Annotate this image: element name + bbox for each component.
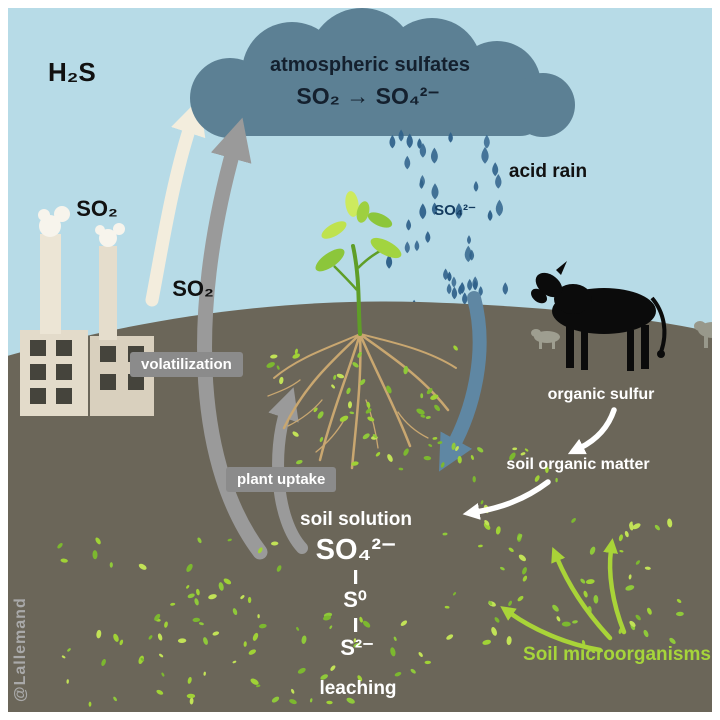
distant-cow-right	[694, 321, 720, 348]
organic-sulfur-label: organic sulfur	[547, 386, 655, 403]
volatilization-tag: volatilization	[130, 352, 243, 377]
factory-smoke	[38, 206, 125, 247]
organic-sulfur-arrow	[567, 407, 617, 455]
acid-rain-label: acid rain	[508, 161, 588, 182]
distant-cow-left	[531, 329, 560, 349]
leaching-label: leaching	[319, 678, 397, 699]
h2s-label: H₂S	[48, 57, 96, 87]
plant-roots	[267, 332, 457, 470]
rain-infiltration-arrow	[438, 291, 487, 472]
soil-microorganisms-label: Soil microorganisms	[523, 644, 711, 665]
factory	[20, 206, 154, 416]
chain-connector-1	[354, 570, 358, 584]
soil-organic-matter-label: soil organic matter	[506, 456, 650, 473]
sulfide-label: S²⁻	[340, 635, 374, 660]
plant-seedling	[315, 191, 402, 336]
cloud-title: atmospheric sulfates	[269, 54, 471, 76]
soil-ground	[0, 301, 720, 720]
plant-uptake-tag: plant uptake	[226, 467, 337, 492]
mineralization-arrow	[462, 479, 551, 520]
chain-connector-2	[354, 618, 358, 632]
volatilization-arrow	[197, 117, 268, 560]
h2s-emission-arrow	[145, 98, 206, 307]
cow	[531, 261, 667, 371]
cloud-reaction: SO₂ → SO₄²⁻	[296, 83, 440, 109]
acid-rain-drops	[386, 129, 509, 316]
factory-so2-label: SO₂	[76, 196, 118, 221]
microorganism-arrows	[500, 538, 627, 653]
watermark: @Lallemand	[12, 597, 29, 702]
elemental-sulfur-label: S⁰	[343, 587, 367, 612]
soil-microbes-speckles	[57, 345, 684, 707]
soil-solution-label: soil solution	[300, 509, 412, 530]
rising-so2-label: SO₂	[172, 276, 214, 301]
rain-so4-label: SO₄²⁻	[434, 202, 476, 219]
soil-sulfate-label: SO₄²⁻	[315, 534, 397, 566]
